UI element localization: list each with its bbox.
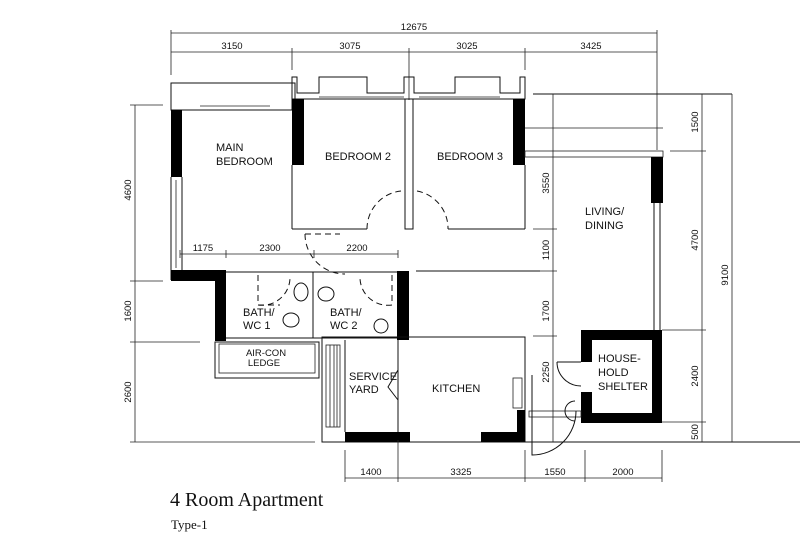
aircon-ledge: AIR-CON LEDGE	[214, 341, 320, 379]
dim-bottom-1: 1400	[360, 467, 381, 478]
dim-bottom-2: 3325	[450, 467, 471, 478]
bedroom3-door-swing	[416, 190, 449, 230]
bedroom2-door-swing	[366, 190, 402, 230]
master-door-swing	[304, 233, 346, 275]
main-bedroom-label-2: BEDROOM	[216, 156, 273, 168]
main-bedroom	[170, 82, 296, 280]
bath2-label-2: WC 2	[330, 320, 358, 332]
shelter-label-2: HOLD	[598, 367, 629, 379]
plan-title: 4 Room Apartment	[170, 489, 324, 511]
aircon-label-1: AIR-CON	[246, 348, 286, 359]
dim-left-1: 4600	[123, 179, 134, 200]
dim-right-3: 2400	[690, 365, 701, 386]
dim-inner-4: 2250	[541, 361, 552, 382]
left-dimensions: 4600 1600 2600	[123, 104, 315, 443]
main-bedroom-label-1: MAIN	[216, 142, 244, 154]
dim-inner-3: 1700	[541, 300, 552, 321]
dim-top-4: 3425	[580, 41, 601, 52]
dim-top-3: 3025	[456, 41, 477, 52]
right-dimensions: 1500 4700 2400 500 9100	[662, 94, 733, 442]
dim-right-4: 500	[690, 424, 701, 440]
dim-hall-1: 1175	[193, 243, 213, 254]
inner-right-dimensions: 3550 1100 1700 2250	[533, 94, 557, 442]
bedroom2-label: BEDROOM 2	[325, 151, 391, 163]
dim-bottom-3: 1550	[544, 467, 565, 478]
dim-inner-2: 1100	[541, 240, 552, 260]
living-label-2: DINING	[585, 220, 624, 232]
household-shelter: HOUSE- HOLD SHELTER	[556, 330, 662, 423]
shelter-label-3: SHELTER	[598, 381, 648, 393]
dim-right-1: 1500	[690, 111, 701, 132]
living-dining: LIVING/ DINING	[416, 93, 732, 330]
dim-top-2: 3075	[339, 41, 360, 52]
living-label-1: LIVING/	[585, 206, 625, 218]
kitchen-label: KITCHEN	[432, 383, 480, 395]
bath1-label-1: BATH/	[243, 307, 276, 319]
shelter-label-1: HOUSE-	[598, 353, 641, 365]
dim-top-1: 3150	[221, 41, 242, 52]
dim-inner-1: 3550	[541, 172, 552, 193]
bath1-label-2: WC 1	[243, 320, 271, 332]
top-dimensions: 12675 3150 3075 3025 3425	[170, 22, 658, 150]
dim-top-total: 12675	[401, 22, 427, 33]
bath2-label-1: BATH/	[330, 307, 363, 319]
dim-left-3: 2600	[123, 381, 134, 402]
bedroom3-label: BEDROOM 3	[437, 151, 503, 163]
main-entrance	[520, 375, 800, 456]
dim-right-total: 9100	[720, 264, 731, 285]
dim-bottom-4: 2000	[612, 467, 633, 478]
dim-hall-3: 2200	[346, 243, 367, 254]
baths: BATH/ WC 1 BATH/ WC 2	[171, 270, 409, 341]
service-kitchen: SERVICE YARD KITCHEN	[321, 336, 526, 443]
dim-hall-2: 2300	[259, 243, 280, 254]
bedrooms	[291, 98, 526, 275]
bottom-dimensions: 1400 3325 1550 2000	[344, 440, 663, 482]
dim-left-2: 1600	[123, 300, 134, 321]
dim-right-2: 4700	[690, 229, 701, 250]
hall-dimensions: 1175 2300 2200	[179, 243, 399, 258]
aircon-label-2: LEDGE	[248, 358, 280, 369]
service-label-1: SERVICE	[349, 371, 397, 383]
bedroom-ledge	[291, 76, 526, 110]
service-label-2: YARD	[349, 384, 379, 396]
plan-subtitle: Type-1	[171, 517, 208, 532]
